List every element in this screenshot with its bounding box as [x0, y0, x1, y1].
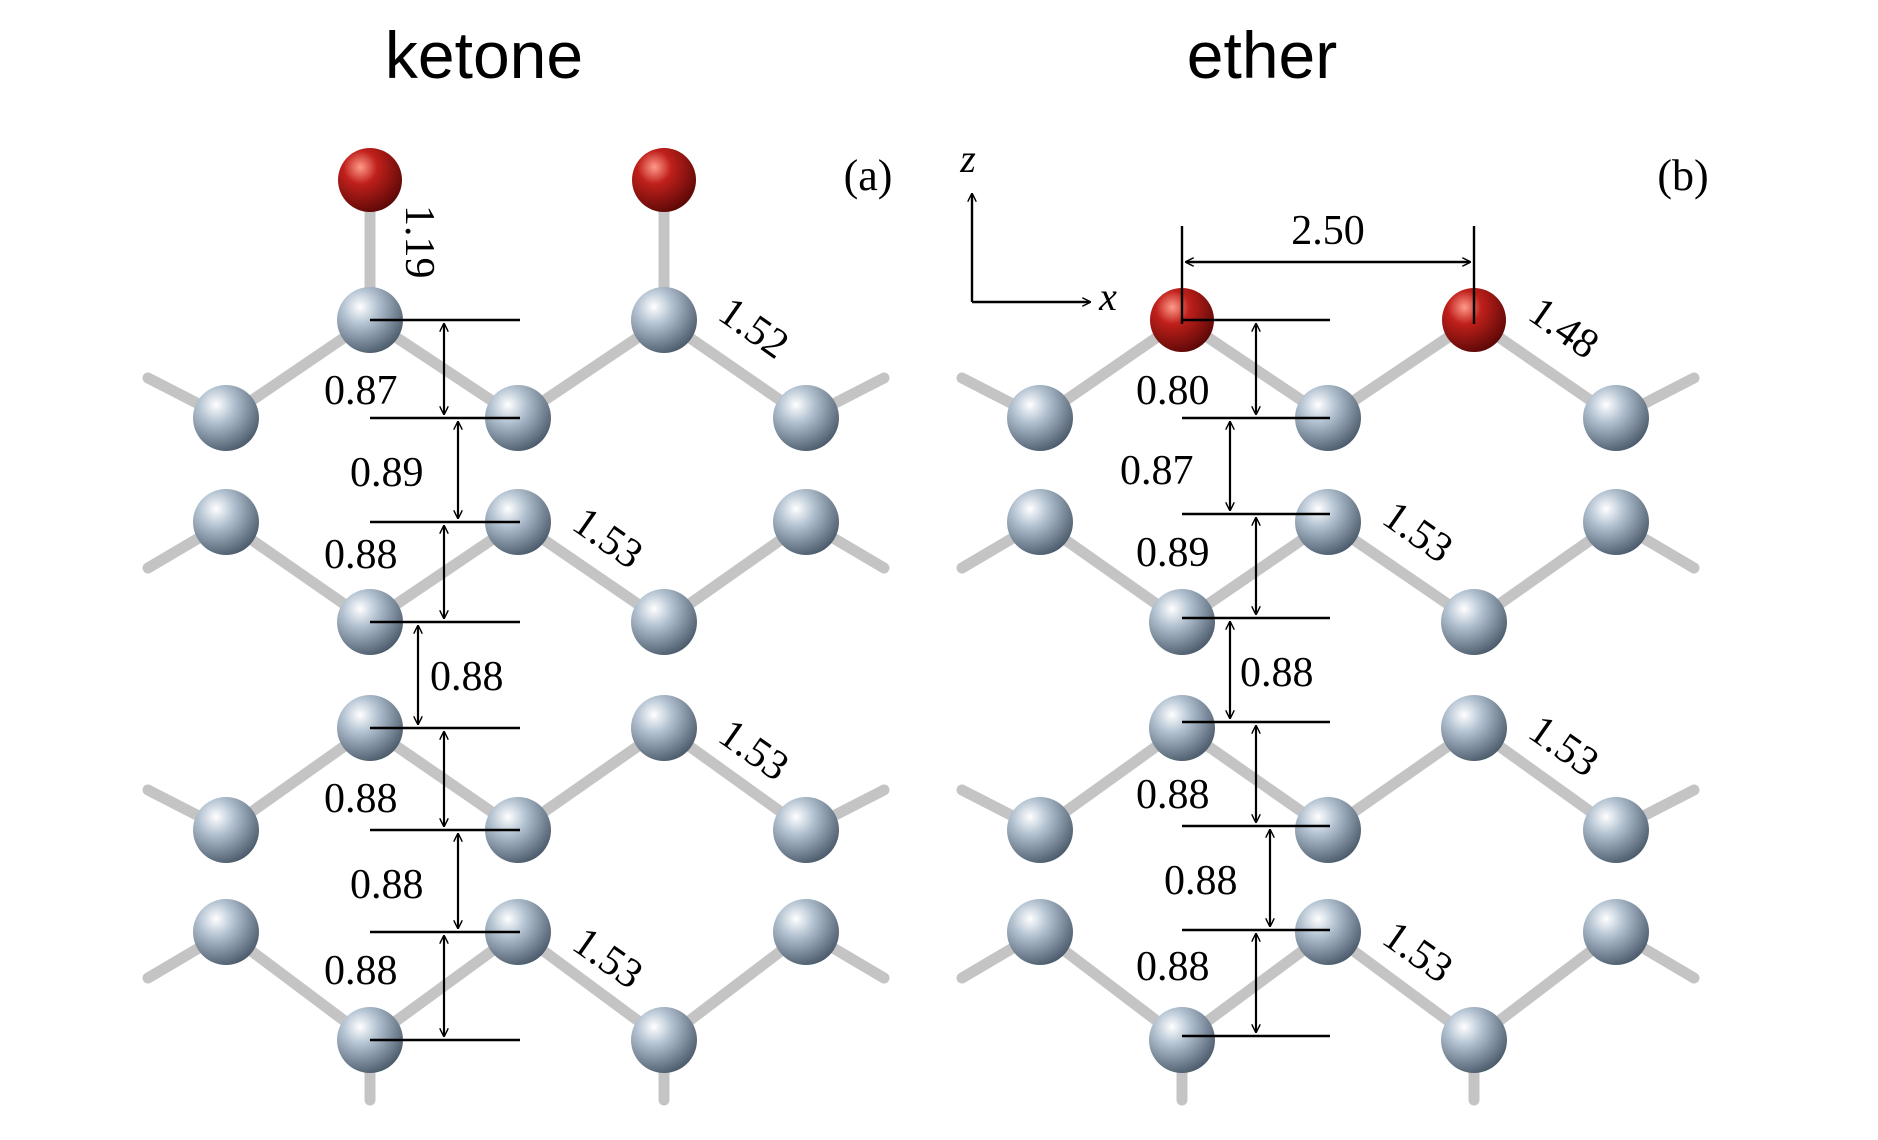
spacing-label: 0.88	[1136, 944, 1210, 990]
spacing-label: 0.88	[350, 862, 424, 908]
bond-length-label: 1.53	[710, 711, 797, 791]
axis-indicator	[972, 194, 1090, 302]
spacing-label: 0.88	[324, 532, 398, 578]
oo-distance-label: 2.50	[1291, 208, 1365, 254]
layer-reference-lines	[370, 318, 520, 1042]
panel-b-title: ether	[1187, 18, 1337, 92]
spacing-label: 0.88	[430, 654, 504, 700]
panel-a-structure: 1.19 1.52 0.87 0.89 0.88 0.88 0.88 0.88 …	[142, 148, 890, 1106]
spacing-arrows	[1230, 324, 1270, 1032]
spacing-label: 0.87	[1120, 448, 1194, 494]
spacing-label: 0.89	[350, 450, 424, 496]
spacing-label: 0.80	[1136, 368, 1210, 414]
spacing-label: 0.88	[324, 776, 398, 822]
oxygen-atoms	[338, 148, 696, 212]
bond-co-label: 1.19	[396, 205, 442, 279]
carbon-atoms	[1007, 385, 1649, 1073]
spacing-label: 0.88	[1164, 858, 1238, 904]
panel-b-label: (b)	[1657, 151, 1708, 200]
spacing-arrows	[418, 324, 458, 1036]
panel-a-title: ketone	[385, 18, 583, 92]
layer-reference-lines	[1182, 318, 1330, 1038]
spacing-label: 0.87	[324, 368, 398, 414]
panel-a-label: (a)	[844, 151, 893, 200]
oo-distance-dimension	[1180, 226, 1476, 324]
panel-b-structure: 2.50 z x 1.48 0.80 0.8	[956, 136, 1700, 1106]
spacing-label: 0.88	[1136, 772, 1210, 818]
bond-stubs	[142, 372, 890, 984]
carbon-atoms	[193, 287, 839, 1073]
spacing-label: 0.88	[1240, 650, 1314, 696]
axis-z-label: z	[959, 136, 976, 181]
axis-x-label: x	[1098, 274, 1117, 319]
bond-length-label: 1.53	[564, 919, 651, 999]
spacing-label: 0.89	[1136, 530, 1210, 576]
spacing-label: 0.88	[324, 948, 398, 994]
